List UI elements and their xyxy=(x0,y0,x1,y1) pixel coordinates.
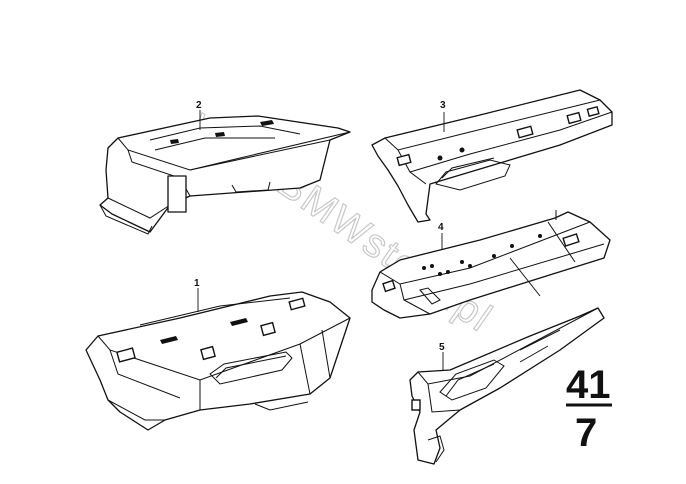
part-3-label: 3 xyxy=(440,100,446,111)
part-3-drawing xyxy=(371,89,613,223)
part-2-drawing xyxy=(99,110,351,235)
part-4-label: 4 xyxy=(438,222,444,233)
part-2-label: 2 xyxy=(196,100,202,111)
group-code-top: 41 xyxy=(566,363,611,407)
part-1-label: 1 xyxy=(194,278,200,289)
group-code-bottom: 7 xyxy=(575,411,597,455)
part-5-drawing xyxy=(409,307,605,465)
part-5-label: 5 xyxy=(439,342,445,353)
part-4-drawing xyxy=(371,210,611,319)
part-1-drawing xyxy=(85,288,351,431)
